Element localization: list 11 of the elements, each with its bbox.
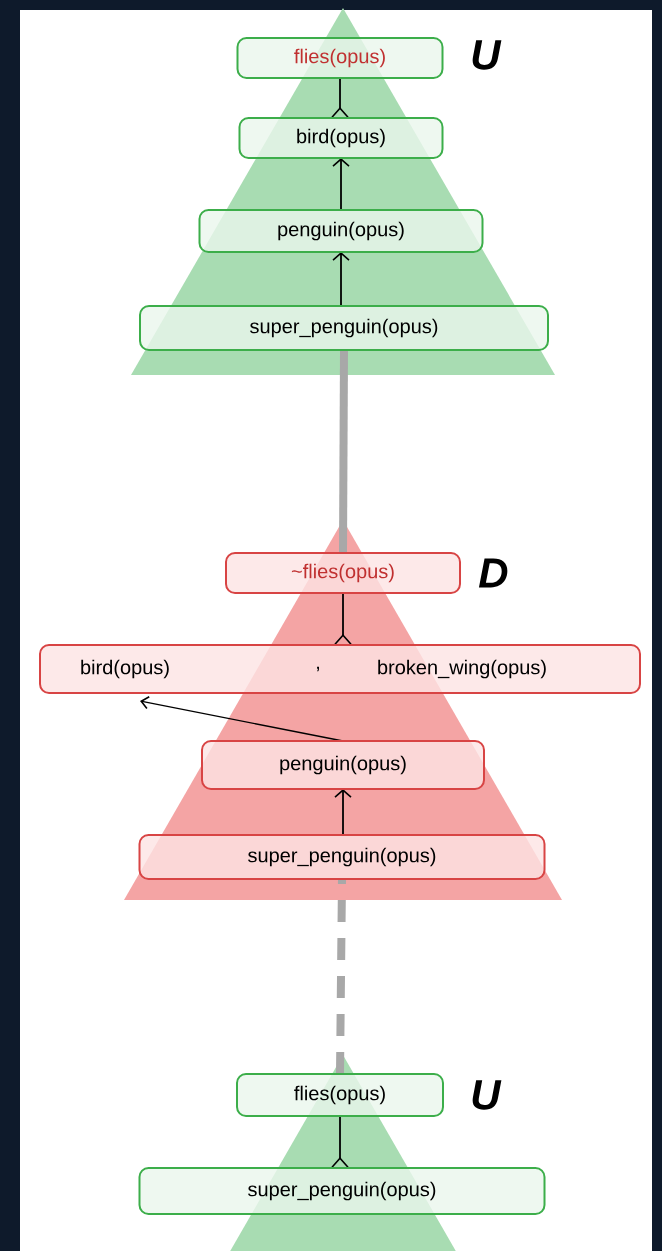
set-letter: D [478,558,508,588]
set-letter: U [472,40,502,70]
fork-connector [331,77,349,118]
set-letter: U [472,1080,502,1110]
arrow [332,158,350,211]
fork-connector [334,592,352,645]
arrow [334,789,352,836]
arrow [332,252,350,307]
fork-connector [331,1115,349,1168]
rule-box: bird(opus) , broken_wing(opus) [39,644,641,694]
connector-line [336,878,346,1075]
